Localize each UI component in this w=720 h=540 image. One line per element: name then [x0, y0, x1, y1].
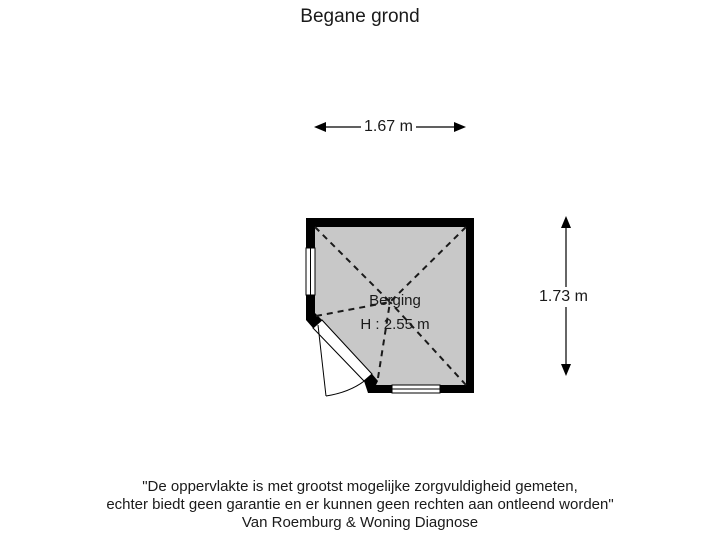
- door-swing-arc: [325, 377, 369, 397]
- disclaimer-line-2: echter biedt geen garantie en er kunnen …: [106, 496, 614, 513]
- door-leaf: [317, 324, 327, 397]
- disclaimer-line-1: "De oppervlakte is met grootst mogelijke…: [142, 478, 578, 495]
- height-dimension-label: 1.73 m: [536, 287, 591, 307]
- room-floor: [315, 227, 466, 385]
- window-left: [305, 247, 316, 296]
- floor-title: Begane grond: [300, 6, 420, 27]
- door: [312, 319, 373, 397]
- wall-left-top: [306, 218, 315, 248]
- window-bottom: [391, 384, 441, 394]
- room-name: Berging: [369, 292, 421, 309]
- room-ceiling-height: H : 2.55 m: [360, 316, 430, 333]
- disclaimer: "De oppervlakte is met grootst mogelijke…: [0, 478, 720, 532]
- wall-bottom-right: [440, 385, 474, 393]
- wall-top: [306, 218, 474, 227]
- wall-left-bottom: [306, 295, 315, 313]
- wall-bottom-left: [368, 385, 392, 393]
- width-dimension-label: 1.67 m: [361, 117, 416, 137]
- disclaimer-company: Van Roemburg & Woning Diagnose: [241, 514, 479, 531]
- walls: [306, 218, 474, 393]
- roof-lines: [314, 226, 467, 386]
- wall-diagonal-stub: [306, 313, 322, 328]
- wall-right: [466, 218, 474, 393]
